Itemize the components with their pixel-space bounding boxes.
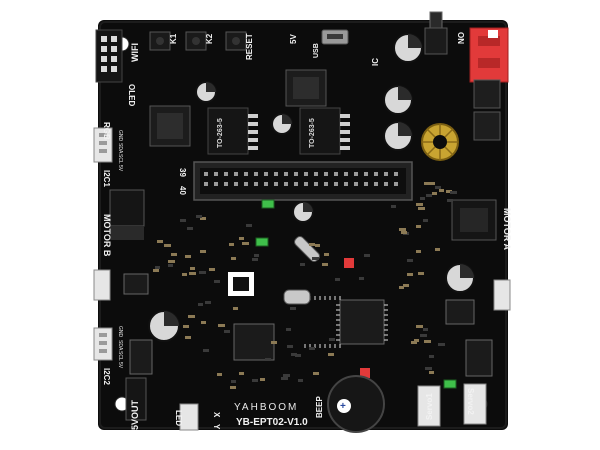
five-v-label: 5V — [289, 34, 298, 44]
microcontroller — [304, 296, 388, 348]
ic-label: IC — [371, 58, 380, 66]
header-pin-last: 40 — [178, 186, 187, 195]
motor-b-label: MOTOR B — [102, 214, 112, 257]
mosfet — [473, 79, 501, 109]
beep-buzzer: + — [327, 375, 385, 433]
y-label: Y — [212, 424, 221, 430]
reset-label: RESET — [245, 33, 254, 60]
capacitor — [393, 33, 423, 63]
motor-a-driver — [451, 199, 497, 241]
regulator-label-2: TO-263-5 — [309, 118, 316, 148]
five-vout-connector — [125, 377, 147, 421]
motor-a-label: MOTOR A — [502, 208, 512, 250]
reset-button[interactable] — [225, 31, 247, 51]
header-pin-first: 39 — [178, 168, 187, 177]
key-button-k1[interactable] — [149, 31, 171, 51]
status-led — [443, 379, 457, 389]
svg-text:SDA: SDA — [117, 340, 123, 351]
capacitor — [148, 310, 180, 342]
five-vout-label: 5VOUT — [130, 399, 140, 430]
servo1-connector — [417, 385, 441, 427]
status-led — [261, 199, 275, 209]
i2c2-label: I2C2 — [102, 368, 111, 385]
rgb-label: RGB — [102, 122, 111, 140]
led-connector — [179, 403, 199, 431]
svg-text:+: + — [340, 401, 346, 412]
status-led — [255, 237, 269, 247]
inductor — [149, 105, 191, 147]
led-label: LED — [174, 410, 183, 426]
rgb-connector — [93, 127, 113, 163]
toroid-inductor — [421, 123, 459, 161]
capacitor — [383, 85, 413, 115]
capacitor — [195, 81, 217, 103]
brand-logo-text: YAHBOOM — [234, 402, 298, 413]
board-model: YB-EPT02-V1.0 — [236, 417, 308, 428]
chip-white — [228, 272, 254, 296]
oled-label: OLED — [127, 84, 136, 106]
key-button-k2[interactable] — [185, 31, 207, 51]
beep-label: BEEP — [315, 396, 324, 418]
servo2-label: Servo2 — [466, 388, 475, 415]
crystal — [283, 289, 311, 305]
k2-label: K2 — [205, 33, 214, 44]
i2c2-connector — [93, 327, 113, 361]
motor-b-driver — [109, 189, 145, 240]
svg-text:GND: GND — [117, 326, 123, 338]
oled-header — [95, 29, 123, 83]
pin-labels-i2c2: GND SDA SCL 5V — [117, 326, 123, 369]
imu-chip — [445, 299, 475, 325]
voltage-regulator — [207, 107, 258, 155]
svg-text:SCL: SCL — [117, 154, 123, 164]
smd-components — [153, 182, 457, 389]
capacitor — [271, 113, 293, 135]
voltage-regulator — [299, 107, 350, 155]
mosfet — [473, 111, 501, 141]
inductor — [285, 69, 327, 107]
svg-text:SDA: SDA — [117, 143, 123, 154]
power-switch[interactable] — [424, 11, 448, 55]
k1-label: K1 — [169, 33, 178, 44]
usb-port — [321, 29, 349, 45]
power-terminal — [469, 27, 509, 83]
usb-label: USB — [313, 43, 320, 58]
side-connector — [493, 279, 511, 311]
side-connector — [93, 269, 111, 301]
transistor-array — [129, 339, 153, 375]
svg-text:GND: GND — [117, 130, 123, 142]
capacitor — [383, 121, 413, 151]
pin-labels-i2c1: GND SDA SCL 5V — [117, 130, 123, 172]
soic-chip — [233, 323, 275, 361]
servo2-connector — [463, 383, 487, 425]
servo1-label: Servo1 — [425, 393, 434, 420]
rgb-led — [344, 258, 354, 268]
gpio-header-40pin — [193, 161, 413, 201]
svg-text:5V: 5V — [117, 165, 123, 172]
capacitor — [445, 263, 475, 293]
rgb-led — [360, 368, 370, 378]
x-label: X — [212, 412, 221, 418]
on-label: ON — [456, 32, 465, 44]
capacitor — [292, 201, 314, 223]
wifi-label: WIFI — [130, 43, 140, 62]
transistor-array — [465, 339, 493, 377]
regulator-label-1: TO-263-5 — [217, 118, 224, 148]
svg-text:5V: 5V — [117, 362, 123, 369]
svg-text:SCL: SCL — [117, 351, 123, 361]
driver-chip — [123, 273, 149, 295]
i2c1-label: I2C1 — [102, 170, 111, 187]
pcb-board — [98, 20, 508, 430]
